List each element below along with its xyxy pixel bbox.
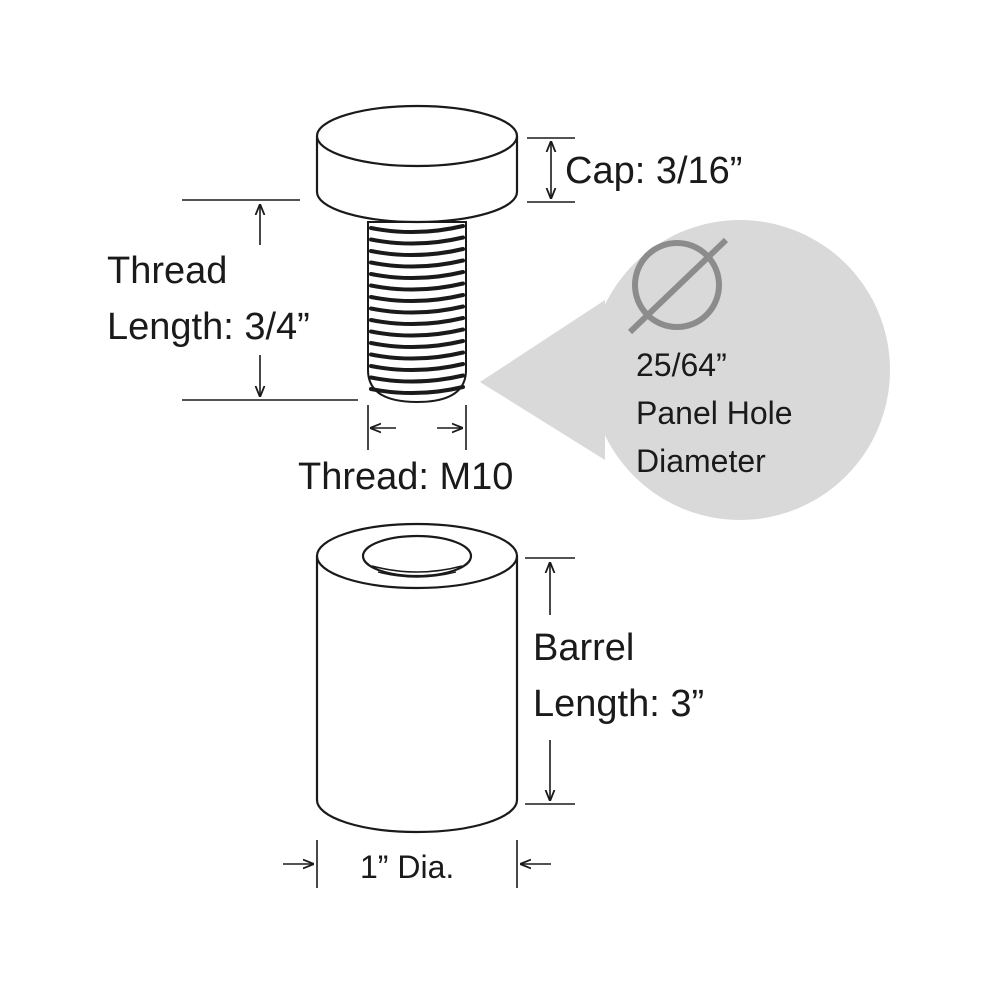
- hole-label-line3: Diameter: [636, 443, 766, 479]
- thread-groove: [369, 224, 465, 234]
- thread-size-dimension: [367, 405, 467, 450]
- thread-grooves: [369, 224, 465, 395]
- thread-length-dimension: [182, 199, 358, 401]
- barrel-length-dimension: [525, 557, 575, 805]
- thread-groove: [369, 316, 465, 326]
- thread-length-label-line2: Length: 3/4”: [107, 306, 310, 348]
- thread-groove: [369, 281, 465, 292]
- thread-groove: [369, 362, 465, 372]
- cap: [315, 104, 519, 224]
- thread-groove: [369, 247, 465, 257]
- thread-groove: [369, 235, 465, 246]
- thread-groove: [369, 373, 465, 384]
- barrel: [315, 522, 519, 834]
- thread-size-label: Thread: M10: [298, 456, 514, 498]
- cap-height-label: Cap: 3/16”: [565, 150, 743, 192]
- thread-length-label-line1: Thread: [107, 250, 228, 292]
- thread-groove: [369, 270, 465, 280]
- thread-groove: [369, 385, 465, 395]
- thread-groove: [369, 304, 465, 315]
- barrel-diameter-dimension: [283, 840, 551, 888]
- cap-dimension: [527, 137, 575, 203]
- barrel-length-label-line2: Length: 3”: [533, 683, 705, 725]
- thread-stud: [367, 221, 467, 404]
- thread-groove: [369, 327, 465, 338]
- thread-groove: [369, 258, 465, 269]
- thread-groove: [369, 350, 465, 361]
- barrel-diameter-label: 1” Dia.: [360, 849, 455, 885]
- thread-groove: [369, 339, 465, 349]
- barrel-length-label-line1: Barrel: [533, 627, 635, 669]
- thread-groove: [369, 293, 465, 303]
- hole-label-line2: Panel Hole: [636, 395, 793, 431]
- hole-size-label: 25/64”: [636, 347, 727, 383]
- diameter-symbol-icon: [627, 237, 729, 335]
